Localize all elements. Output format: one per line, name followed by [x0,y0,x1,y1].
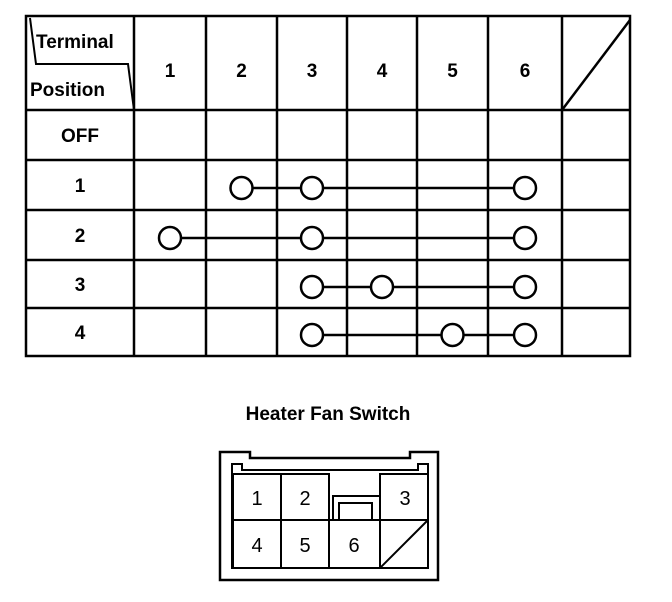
pin-number: 3 [399,488,410,510]
terminal-header: 3 [307,61,318,82]
position-label: 1 [75,176,86,197]
pin-number: 5 [299,535,310,557]
pin-number: 2 [299,488,310,510]
continuity-marks [157,175,538,348]
cavity-blank [379,519,429,569]
continuity-node-terminal-3 [299,175,325,201]
pin-number: 1 [251,488,262,510]
table-grid [26,16,630,356]
locking-tab [332,495,380,520]
continuity-node-terminal-1 [157,225,183,251]
position-label: 4 [75,323,86,344]
continuity-node-terminal-3 [299,274,325,300]
blank-cell-diagonal [561,19,631,111]
continuity-node-terminal-3 [299,322,325,348]
connector-title: Heater Fan Switch [246,404,411,425]
header-divider [29,17,135,111]
blank-cavity-diagonal [379,519,429,569]
terminal-header: 4 [377,61,388,82]
terminal-header: 1 [165,61,176,82]
connector-face: 1 2 3 4 5 6 [218,450,440,582]
position-label: 3 [75,275,86,296]
connector-outer-shell [218,450,440,582]
continuity-table: Terminal Position 1 2 3 4 5 6 OFF 1 2 3 … [24,14,632,358]
locking-tab-window [338,502,373,521]
continuity-node-terminal-6 [512,274,538,300]
continuity-node-terminal-4 [369,274,395,300]
continuity-node-terminal-3 [299,225,325,251]
header-position-label: Position [30,80,105,101]
continuity-node-terminal-6 [512,175,538,201]
position-label: OFF [61,126,99,147]
continuity-node-terminal-5 [440,322,465,348]
table-border [24,14,632,358]
continuity-node-terminal-6 [512,225,538,251]
header-corner-cell: Terminal Position [29,17,135,111]
continuity-node-terminal-2 [229,175,254,201]
pin-number: 4 [251,535,262,557]
continuity-node-terminal-6 [512,322,538,348]
terminal-header: 2 [236,61,247,82]
header-terminal-label: Terminal [36,32,114,53]
position-column: OFF 1 2 3 4 [61,126,99,344]
terminal-header: 5 [447,61,458,82]
terminal-header: 6 [520,61,531,82]
pin-number: 6 [348,535,359,557]
terminal-header-row: 1 2 3 4 5 6 [165,61,531,82]
position-label: 2 [75,226,86,247]
